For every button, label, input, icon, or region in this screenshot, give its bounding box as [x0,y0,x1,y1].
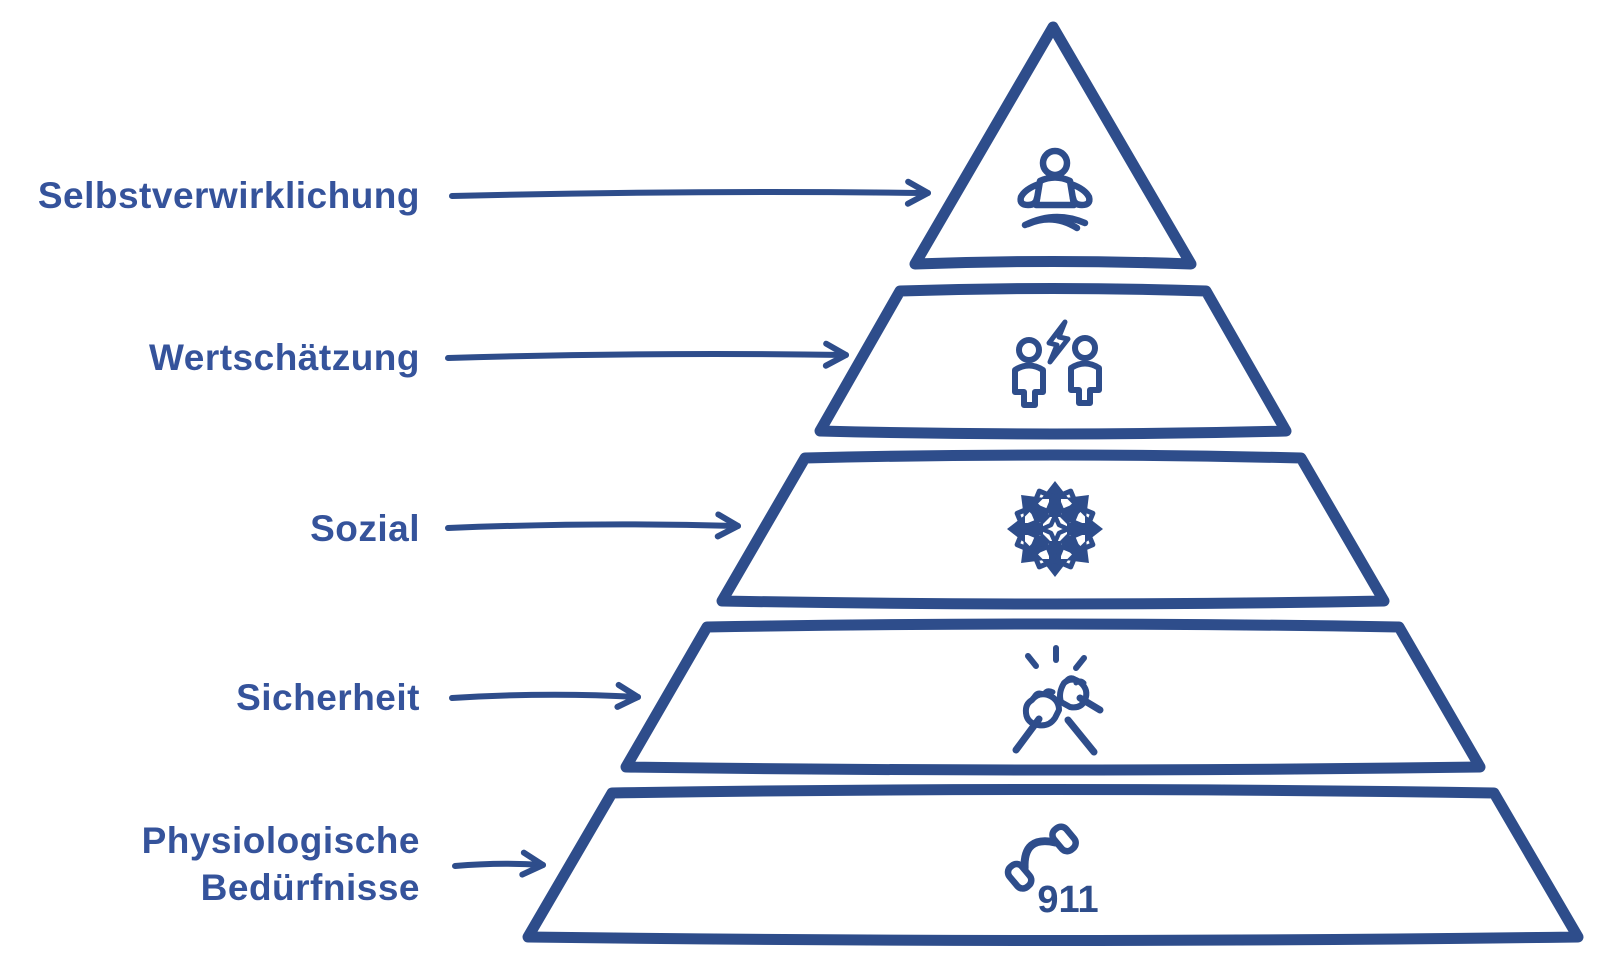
arrow-sicherheit [449,681,641,710]
arrow-sozial [445,511,741,540]
lightning-bolt-icon [1046,319,1071,365]
pyramid-level-physiologische-beduerfnisse [522,784,1584,946]
arrow-selbstverwirklichung [449,178,931,207]
label-wertschaetzung: Wertschätzung [149,337,420,378]
clasped-hands-icon [1012,645,1104,756]
geometric-rosette-icon [1007,481,1103,577]
pyramid-level-selbstverwirklichung [909,21,1197,270]
label-selbstverwirklichung: Selbstverwirklichung [38,175,420,216]
label-sicherheit: Sicherheit [236,677,420,718]
label-physiologische: Physiologische [142,820,420,861]
label-beduerfnisse: Bedürfnisse [201,867,420,908]
emergency-number-text: 911 [1037,879,1098,921]
people-conflict-icon [1012,319,1102,408]
arrow-physiologische-beduerfnisse [452,849,546,878]
arrow-wertschaetzung [445,340,849,369]
label-sozial: Sozial [310,508,420,549]
pyramid-level-sozial [716,449,1390,610]
phone-handset-icon [1004,823,1079,892]
meditation-icon [1017,147,1093,232]
